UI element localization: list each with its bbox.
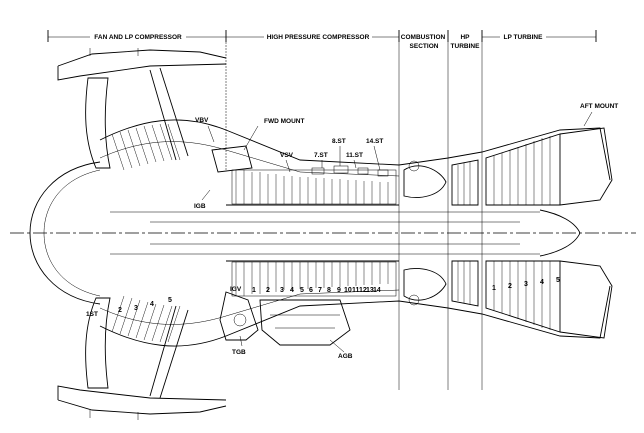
transfer-gearbox: [219, 291, 259, 341]
hpc-stage-label-9: 9: [337, 287, 341, 294]
fan-blade: [85, 77, 111, 389]
lpt-stage-label-3: 3: [524, 281, 528, 288]
spinner-nose-cone: [29, 161, 101, 305]
section-label-combustion-line1: COMBUSTION: [401, 34, 446, 41]
hpc-stage-label-10: 10: [344, 287, 352, 294]
hpc-stage-label-3: 3: [280, 287, 284, 294]
fwd-mount-structure: [211, 145, 253, 173]
section-label-hp-turbine-line1: HP: [460, 34, 470, 41]
hpc-stage-label-14: 14: [373, 287, 381, 294]
hpc-stage-label-8: 8: [327, 287, 331, 294]
core-outer-casing: [99, 119, 611, 347]
lpt-stage-label-5: 5: [556, 277, 560, 284]
fan-nacelle: [57, 48, 227, 420]
callout-fwd-mount: FWD MOUNT: [264, 118, 304, 125]
booster-stage-label-4: 5: [168, 297, 172, 304]
lpt-stage-labels: 1 2 3 4 5: [492, 277, 560, 292]
callout-agb: AGB: [338, 353, 353, 360]
section-label-hp-turbine-line2: TURBINE: [451, 43, 481, 50]
hpc-stage-label-7: 7: [318, 287, 322, 294]
hpc-stage-label-6: 6: [309, 287, 313, 294]
outlet-guide-vanes: [149, 67, 189, 399]
hpc-stage-label-11: 11: [352, 287, 360, 294]
hpc-stage-label-4: 4: [290, 287, 294, 294]
hpc-blade-rows: [231, 165, 397, 297]
callout-vbv: VBV: [195, 117, 209, 124]
section-dimension-bars: [47, 30, 597, 390]
callout-14st: 14.ST: [366, 138, 383, 145]
accessory-gearbox: [259, 299, 351, 346]
callout-1st-fan-stage: 1ST: [86, 311, 98, 318]
lpt-stage-label-2: 2: [508, 283, 512, 290]
hpc-stage-label-2: 2: [266, 287, 270, 294]
hp-turbine: [451, 159, 479, 307]
hpc-stage-label-12: 12: [359, 287, 367, 294]
callout-igb: IGB: [194, 203, 206, 210]
callout-vsv: VSV: [280, 152, 294, 159]
callout-7st: 7.ST: [314, 152, 328, 159]
callout-aft-mount: AFT MOUNT: [580, 103, 618, 110]
booster-blades: [111, 123, 181, 343]
callout-leaders: [201, 111, 593, 353]
combustor: [403, 160, 447, 306]
hpc-stage-label-13: 13: [366, 287, 374, 294]
booster-stage-label-2: 3: [134, 305, 138, 312]
callout-igv: IGV: [230, 286, 242, 293]
lpt-stage-label-4: 4: [540, 279, 544, 286]
section-label-fan-lp-compressor: FAN AND LP COMPRESSOR: [94, 34, 182, 41]
hpc-stage-label-1: 1: [252, 287, 256, 294]
booster-stage-label-1: 2: [118, 307, 122, 314]
section-label-combustion-line2: SECTION: [410, 43, 439, 50]
booster-stage-label-3: 4: [150, 301, 154, 308]
lpt-stage-label-1: 1: [492, 285, 496, 292]
callout-8st: 8.ST: [332, 138, 346, 145]
exhaust-rear-frame: [539, 127, 613, 339]
section-label-high-pressure-compressor: HIGH PRESSURE COMPRESSOR: [267, 34, 370, 41]
callout-11st: 11.ST: [346, 152, 363, 159]
booster-stage-labels: 2 3 4 5: [118, 297, 172, 314]
section-label-lp-turbine: LP TURBINE: [504, 34, 544, 41]
callout-tgb: TGB: [232, 349, 246, 356]
hpc-stage-label-5: 5: [300, 287, 304, 294]
